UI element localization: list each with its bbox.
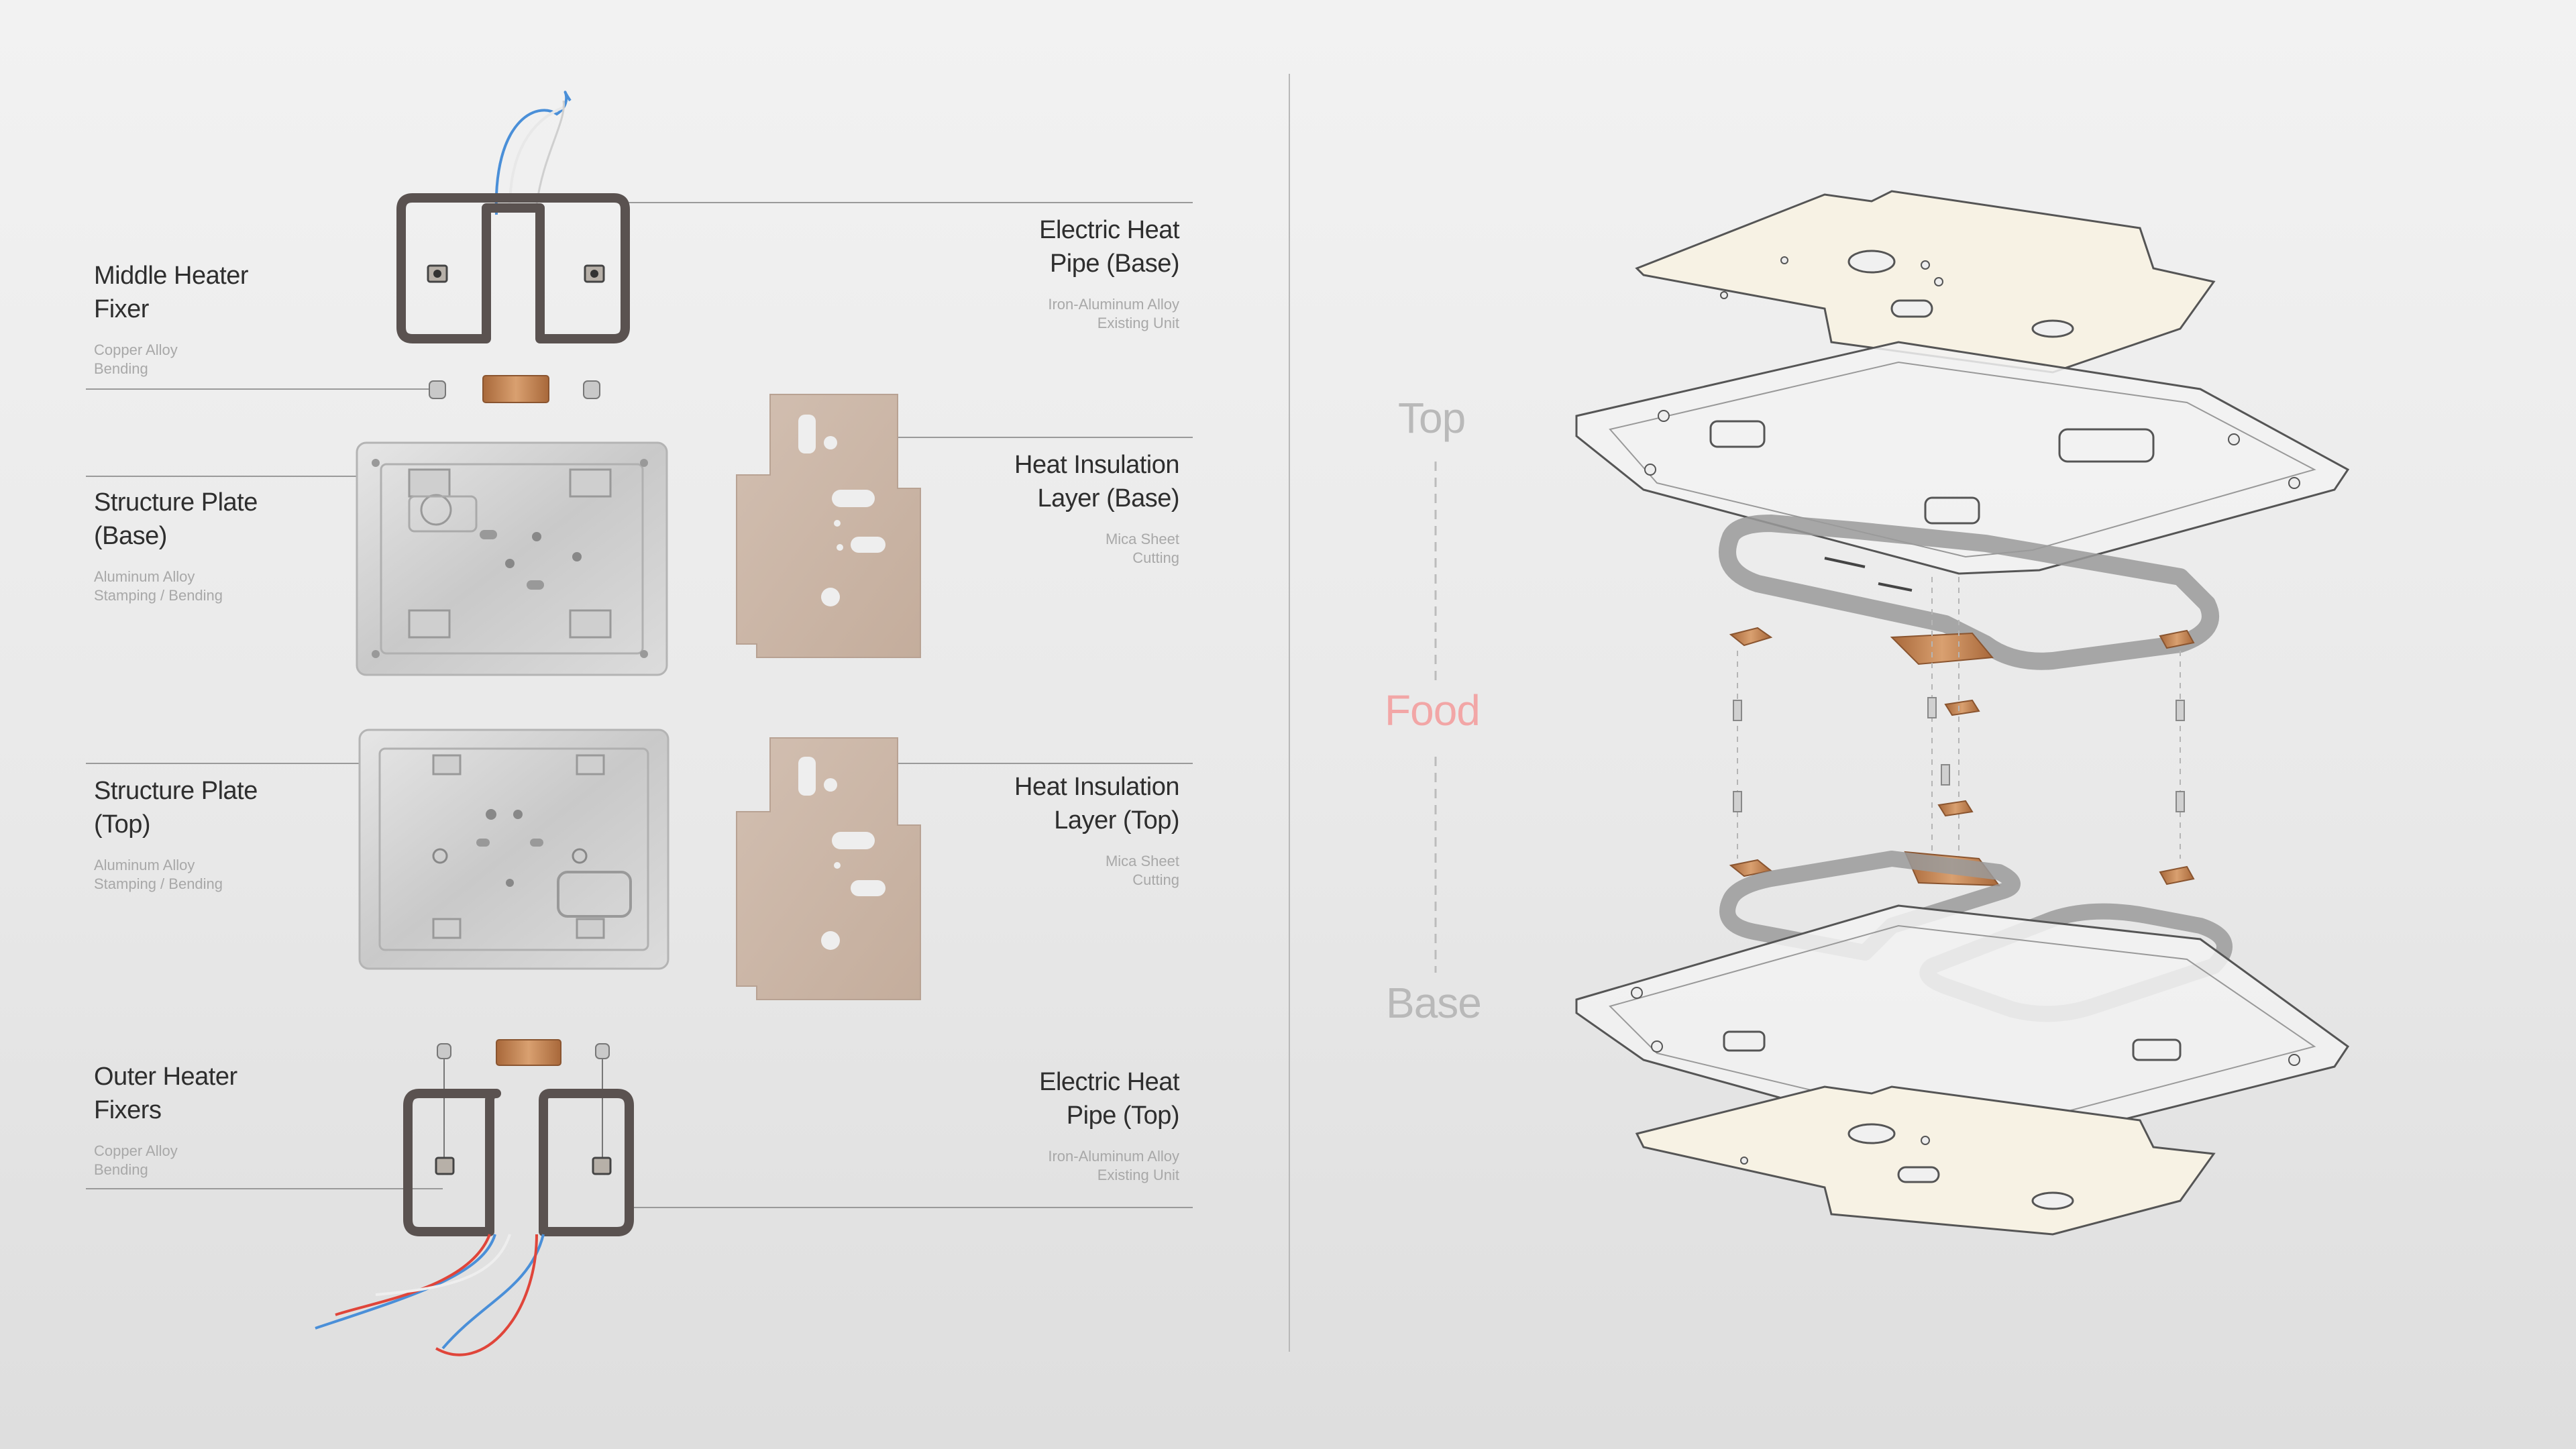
label-title: (Base) bbox=[94, 522, 167, 550]
label-title: Heat Insulation bbox=[1014, 773, 1180, 801]
label-outer-heater-fixers: Outer Heater Fixers Copper Alloy Bending bbox=[94, 1060, 237, 1179]
label-material: Copper Alloy bbox=[94, 1142, 178, 1159]
structure-plate-icon bbox=[358, 729, 669, 970]
label-material: Copper Alloy bbox=[94, 341, 178, 358]
structure-plate-icon bbox=[356, 441, 668, 676]
label-title: Electric Heat bbox=[1039, 1068, 1179, 1096]
label-material: Iron-Aluminum Alloy bbox=[1048, 296, 1179, 313]
leader-lines bbox=[86, 202, 1193, 1208]
axis-label-top: Top bbox=[1398, 394, 1466, 442]
label-title: Middle Heater bbox=[94, 262, 249, 290]
label-process: Bending bbox=[94, 1161, 148, 1178]
label-structure-plate-top: Structure Plate (Top) Aluminum Alloy Sta… bbox=[94, 774, 258, 894]
label-process: Existing Unit bbox=[1097, 315, 1179, 331]
label-process: Existing Unit bbox=[1097, 1167, 1179, 1183]
label-process: Bending bbox=[94, 360, 148, 377]
axis-label-food: Food bbox=[1385, 686, 1481, 735]
label-material: Aluminum Alloy bbox=[94, 568, 195, 585]
heater-pipe-icon bbox=[315, 1089, 634, 1356]
label-process: Stamping / Bending bbox=[94, 587, 223, 604]
label-title: Heat Insulation bbox=[1014, 451, 1180, 479]
label-middle-heater-fixer: Middle Heater Fixer Copper Alloy Bending bbox=[94, 259, 249, 378]
fixer-clip-icon bbox=[437, 1039, 610, 1167]
label-title: Outer Heater bbox=[94, 1063, 237, 1091]
label-material: Aluminum Alloy bbox=[94, 857, 195, 873]
exploded-view-icon bbox=[1575, 190, 2350, 1236]
label-title: Pipe (Base) bbox=[1049, 250, 1180, 278]
label-material: Iron-Aluminum Alloy bbox=[1048, 1148, 1179, 1165]
label-title: Structure Plate bbox=[94, 777, 258, 805]
axis-label-base: Base bbox=[1386, 979, 1482, 1027]
label-process: Cutting bbox=[1132, 549, 1179, 566]
label-material: Mica Sheet bbox=[1105, 531, 1179, 547]
label-electric-heat-pipe-base: Electric Heat Pipe (Base) Iron-Aluminum … bbox=[1039, 213, 1179, 333]
label-structure-plate-base: Structure Plate (Base) Aluminum Alloy St… bbox=[94, 486, 258, 605]
label-title: Fixer bbox=[94, 295, 149, 323]
label-title: Layer (Top) bbox=[1054, 806, 1179, 835]
label-title: Layer (Base) bbox=[1037, 484, 1179, 513]
label-title: Pipe (Top) bbox=[1066, 1102, 1180, 1130]
label-title: (Top) bbox=[94, 810, 151, 839]
label-heat-insulation-top: Heat Insulation Layer (Top) Mica Sheet C… bbox=[1014, 770, 1180, 890]
label-heat-insulation-base: Heat Insulation Layer (Base) Mica Sheet … bbox=[1014, 448, 1180, 568]
label-title: Electric Heat bbox=[1039, 216, 1179, 244]
mica-sheet-icon bbox=[736, 737, 921, 1000]
mica-sheet-icon bbox=[736, 394, 921, 658]
label-title: Structure Plate bbox=[94, 488, 258, 517]
heater-pipe-icon bbox=[396, 91, 630, 343]
label-process: Cutting bbox=[1132, 871, 1179, 888]
label-material: Mica Sheet bbox=[1105, 853, 1179, 869]
fixer-clip-icon bbox=[429, 375, 600, 403]
label-electric-heat-pipe-top: Electric Heat Pipe (Top) Iron-Aluminum A… bbox=[1039, 1065, 1179, 1185]
label-title: Fixers bbox=[94, 1096, 162, 1124]
label-process: Stamping / Bending bbox=[94, 875, 223, 892]
